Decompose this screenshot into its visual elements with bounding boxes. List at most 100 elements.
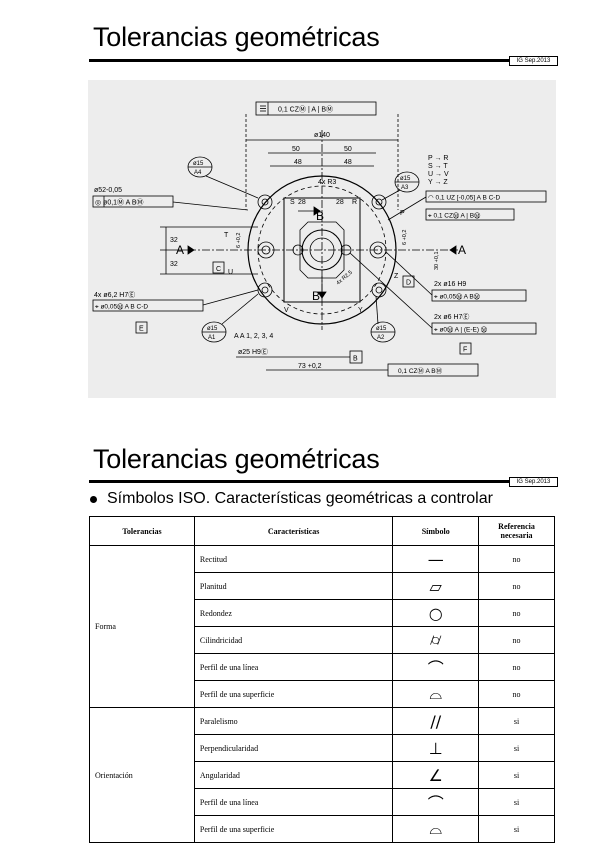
- y-label: Y: [358, 307, 363, 314]
- header-tolerancias: Tolerancias: [89, 516, 195, 546]
- datum-a-ref: A A 1, 2, 3, 4: [234, 333, 273, 340]
- v-label: V: [284, 307, 289, 314]
- feature-cell: Angularidad: [193, 761, 394, 789]
- dim-28-right: 28: [336, 199, 344, 206]
- dim-30: 30 +0,1: [434, 251, 440, 270]
- dim-48-left: 48: [294, 159, 302, 166]
- circularity-symbol-icon: ○: [392, 599, 480, 627]
- a-left-label: A: [176, 243, 184, 257]
- legend-pr: P → R: [428, 155, 449, 162]
- bubble-a2-bottom: A2: [377, 335, 385, 341]
- feature-cell: Perfil de una línea: [193, 788, 394, 816]
- slide-table: Tolerancias geométricas IG Sep.2013 Símb…: [0, 424, 599, 848]
- feature-cell: Paralelismo: [193, 707, 394, 735]
- slide-drawing: Tolerancias geométricas IG Sep.2013: [88, 22, 558, 398]
- line-profile-symbol-icon: ⌒: [392, 653, 480, 681]
- feature-cell: Rectitud: [193, 545, 394, 573]
- table-row: Orientación Paralelismo // si: [89, 707, 555, 843]
- dim-140: ø140: [314, 132, 330, 139]
- table-header-row: Tolerancias Características Símbolo Refe…: [89, 516, 555, 546]
- ref-cell: no: [478, 572, 555, 600]
- legend-st: S → T: [428, 163, 448, 170]
- fcf-holes-right1-text: ⌖ ø0,05Ⓜ A BⓂ: [434, 294, 480, 301]
- fcf-holes-right2-text: ⌖ ø0Ⓜ A | (E-E) Ⓜ: [434, 327, 487, 334]
- tolerance-table: Tolerancias Características Símbolo Refe…: [89, 516, 555, 843]
- bubble-a2-top: ø15: [376, 326, 387, 332]
- dia-25: ø25 H9Ⓔ: [238, 348, 268, 356]
- group-forma: Forma: [89, 545, 195, 708]
- fcf-pos-right-text: ⌖ 0,1 CZⓂ A | BⓂ: [428, 213, 480, 220]
- dim-50-left: 50: [292, 146, 300, 153]
- b-top-label: B: [316, 209, 324, 223]
- table-row: Angularidad ∠ si: [90, 761, 555, 789]
- bullet-icon: [90, 495, 97, 503]
- date-label: IG Sep.2013: [509, 56, 558, 66]
- bubble-a3-top: ø15: [400, 176, 411, 182]
- feature-cell: Planitud: [193, 572, 394, 600]
- bubble-a1-top: ø15: [207, 326, 218, 332]
- table-row: Perfil de una superficie ⌓ si: [90, 815, 555, 843]
- c-label: C: [216, 266, 221, 273]
- holes-left-label: 4x ø6,2 H7Ⓔ: [94, 291, 135, 299]
- bubble-a4-bottom: A4: [194, 170, 202, 176]
- dim-48-right: 48: [344, 159, 352, 166]
- slide-title: Tolerancias geométricas: [93, 444, 380, 474]
- fcf-holes-left-text: ⌖ ø0,05Ⓜ A B C-D: [95, 304, 148, 311]
- header-referencia-line1: Referencia: [498, 522, 535, 531]
- ref-cell: no: [478, 545, 555, 573]
- parallelism-symbol-icon: //: [392, 707, 480, 735]
- table-row: Cilindricidad ⌭ no: [90, 626, 555, 654]
- table-row: Perpendicularidad ⊥ si: [90, 734, 555, 762]
- holes-right2-label: 2x ø6 H7Ⓔ: [434, 313, 469, 321]
- dim-32-bottom: 32: [170, 261, 178, 268]
- surface-profile-symbol-icon: ⌓: [392, 815, 480, 843]
- top-fcf-text: 0,1 CZⓂ | A | BⓂ: [278, 106, 333, 114]
- angularity-symbol-icon: ∠: [392, 761, 480, 789]
- table-row: Perfil de una línea ⌒ si: [90, 788, 555, 816]
- feature-cell: Cilindricidad: [193, 626, 394, 654]
- header-simbolo: Símbolo: [392, 516, 480, 546]
- ref-cell: no: [478, 626, 555, 654]
- drawing-svg: 0,1 CZⓂ | A | BⓂ ø140 50 50 48 48 4x R3 …: [92, 101, 547, 377]
- straightness-symbol-icon: —: [392, 545, 480, 573]
- ref-cell: si: [478, 734, 555, 762]
- date-label: IG Sep.2013: [509, 477, 558, 487]
- dim-73: 73 +0,2: [298, 363, 322, 370]
- ref-cell: si: [478, 815, 555, 843]
- fcf-52-text: ◎ ø0,1Ⓜ A BⓂ: [95, 199, 144, 207]
- dim-6-left: 6 +0,2: [236, 233, 242, 248]
- b-box-label: B: [353, 356, 358, 363]
- b-bottom-label: B: [312, 289, 320, 303]
- d-label: D: [406, 280, 411, 287]
- ref-cell: si: [478, 788, 555, 816]
- bubble-a1-bottom: A1: [208, 335, 216, 341]
- p-label: P: [400, 210, 405, 217]
- feature-cell: Redondez: [193, 599, 394, 627]
- ref-cell: no: [478, 680, 555, 708]
- fcf-bottom-text: 0,1 CZⓂ A BⓂ: [398, 367, 443, 375]
- radius-r3: 4x R3: [318, 179, 336, 186]
- bubble-a4-top: ø15: [193, 161, 204, 167]
- dia-52: ø52-0,05: [94, 187, 122, 194]
- ref-cell: si: [478, 707, 555, 735]
- line-profile-symbol-icon: ⌒: [392, 788, 480, 816]
- dim-32-top: 32: [170, 237, 178, 244]
- header-referencia: Referencia necesaria: [478, 516, 555, 546]
- title-rule: [89, 59, 509, 62]
- table-row: Perfil de una superficie ⌓ no: [90, 680, 555, 708]
- a-right-label: A: [458, 243, 466, 257]
- bullet-text: Símbolos ISO. Características geométrica…: [107, 490, 493, 507]
- dim-28-left: 28: [298, 199, 306, 206]
- bullet-item: Símbolos ISO. Características geométrica…: [90, 490, 493, 508]
- dim-50-right: 50: [344, 146, 352, 153]
- fcf-profile-text: ◠ 0,1 UZ [-0,05] A B C-D: [428, 195, 500, 202]
- dim-6-right: 6 +0,2: [402, 230, 408, 245]
- ref-cell: si: [478, 761, 555, 789]
- header-caracteristicas: Características: [193, 516, 394, 546]
- ref-cell: no: [478, 653, 555, 681]
- title-rule: [89, 480, 509, 483]
- top-fcf-frame: [255, 101, 377, 116]
- feature-cell: Perfil de una línea: [193, 653, 394, 681]
- perpendicularity-symbol-icon: ⊥: [392, 734, 480, 762]
- ref-cell: no: [478, 599, 555, 627]
